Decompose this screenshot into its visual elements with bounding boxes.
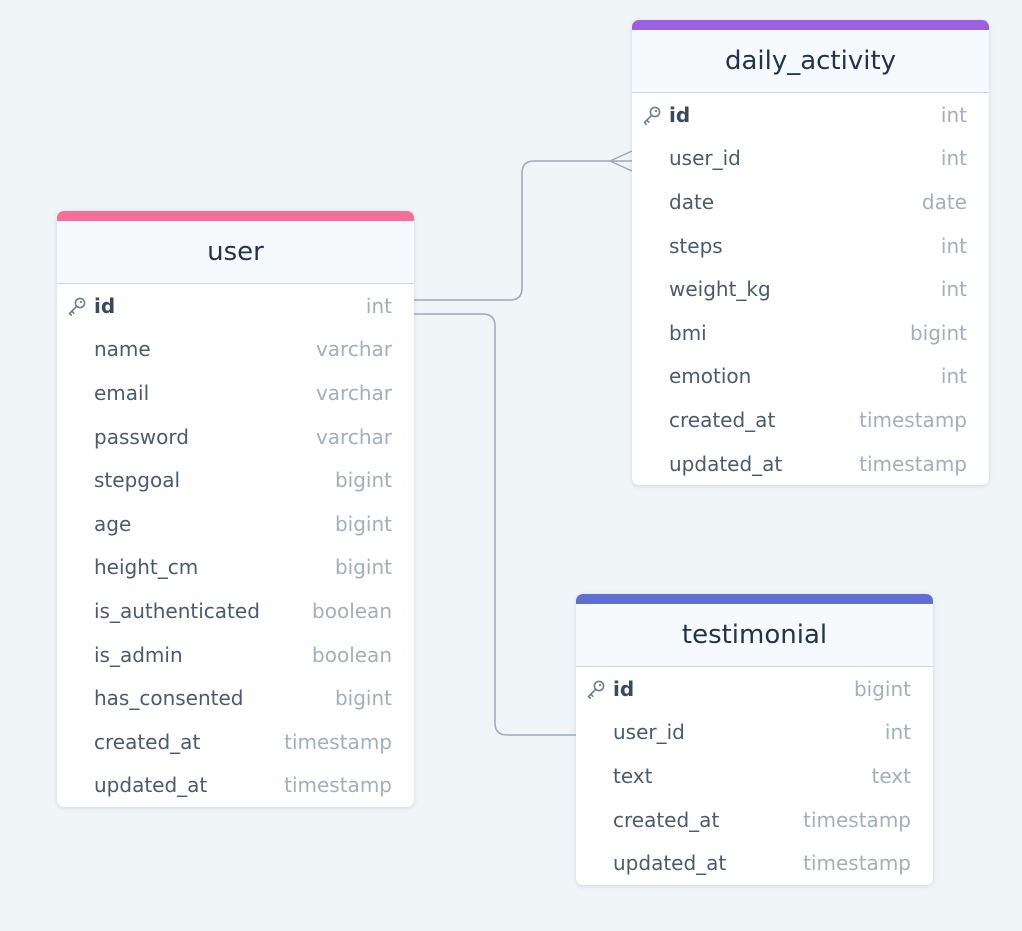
column-row-user-id[interactable]: user_id int <box>576 711 933 755</box>
column-row-emotion[interactable]: emotion int <box>632 355 989 399</box>
column-name: user_id <box>669 146 741 171</box>
column-type: timestamp <box>859 451 967 476</box>
column-type: int <box>940 233 967 258</box>
column-type: varchar <box>315 424 392 449</box>
column-name: email <box>94 380 150 405</box>
column-row-id[interactable]: id int <box>632 93 989 137</box>
column-row-id[interactable]: id int <box>57 284 414 328</box>
column-name: created_at <box>613 807 720 832</box>
column-name: created_at <box>94 729 201 754</box>
column-type: bigint <box>334 555 392 580</box>
column-type: date <box>921 189 967 214</box>
column-name: bmi <box>669 320 707 345</box>
column-row-updated-at[interactable]: updated_at timestamp <box>576 841 933 885</box>
column-name: updated_at <box>613 851 727 876</box>
column-type: bigint <box>334 511 392 536</box>
column-type: boolean <box>312 642 392 667</box>
column-name: password <box>94 424 189 449</box>
key-icon <box>68 297 86 316</box>
column-row-updated-at[interactable]: updated_at timestamp <box>632 442 989 486</box>
table-accent-bar <box>632 20 989 30</box>
column-type: timestamp <box>803 807 911 832</box>
column-name: name <box>94 337 151 362</box>
column-name: id <box>94 293 116 318</box>
column-name: stepgoal <box>94 468 181 493</box>
column-row-is-admin[interactable]: is_admin boolean <box>57 633 414 677</box>
column-name: updated_at <box>669 451 783 476</box>
key-icon <box>643 106 661 125</box>
column-name: created_at <box>669 407 776 432</box>
column-row-user-id[interactable]: user_id int <box>632 137 989 181</box>
column-type: int <box>940 102 967 127</box>
column-name: id <box>613 676 635 701</box>
column-type: bigint <box>853 676 911 701</box>
column-name: text <box>613 763 653 788</box>
column-row-email[interactable]: email varchar <box>57 371 414 415</box>
column-type: text <box>871 763 911 788</box>
column-type: varchar <box>315 337 392 362</box>
column-row-age[interactable]: age bigint <box>57 502 414 546</box>
table-accent-bar <box>57 211 414 221</box>
key-icon <box>587 680 605 699</box>
column-type: bigint <box>334 468 392 493</box>
crows-foot-many-marker <box>609 150 633 172</box>
column-name: updated_at <box>94 773 208 798</box>
relationship-line-user-testimonial[interactable] <box>414 313 576 736</box>
column-list: id int name varchar email varchar password varc… <box>57 284 414 807</box>
column-name: user_id <box>613 720 685 745</box>
column-type: varchar <box>315 380 392 405</box>
column-row-stepgoal[interactable]: stepgoal bigint <box>57 458 414 502</box>
column-name: weight_kg <box>669 277 771 302</box>
column-type: bigint <box>334 686 392 711</box>
table-title[interactable]: testimonial <box>576 604 933 667</box>
table-title[interactable]: daily_activity <box>632 30 989 93</box>
column-type: boolean <box>312 598 392 623</box>
column-type: int <box>884 720 911 745</box>
table-testimonial[interactable]: testimonial id bigint user_id int text text cr… <box>576 594 933 885</box>
column-name: has_consented <box>94 686 244 711</box>
column-row-date[interactable]: date date <box>632 180 989 224</box>
column-type: bigint <box>909 320 967 345</box>
column-row-steps[interactable]: steps int <box>632 224 989 268</box>
column-name: age <box>94 511 132 536</box>
column-row-created-at[interactable]: created_at timestamp <box>57 720 414 764</box>
column-row-is-authenticated[interactable]: is_authenticated boolean <box>57 589 414 633</box>
column-row-created-at[interactable]: created_at timestamp <box>576 798 933 842</box>
column-row-has-consented[interactable]: has_consented bigint <box>57 676 414 720</box>
column-row-weight-kg[interactable]: weight_kg int <box>632 267 989 311</box>
column-name: steps <box>669 233 723 258</box>
column-type: timestamp <box>859 407 967 432</box>
column-type: int <box>940 277 967 302</box>
column-type: timestamp <box>284 729 392 754</box>
column-type: timestamp <box>803 851 911 876</box>
column-row-updated-at[interactable]: updated_at timestamp <box>57 764 414 808</box>
column-name: id <box>669 102 691 127</box>
column-type: int <box>365 293 392 318</box>
column-name: height_cm <box>94 555 199 580</box>
column-row-password[interactable]: password varchar <box>57 415 414 459</box>
table-title[interactable]: user <box>57 221 414 284</box>
table-accent-bar <box>576 594 933 604</box>
column-row-text[interactable]: text text <box>576 754 933 798</box>
column-name: date <box>669 189 715 214</box>
column-type: timestamp <box>284 773 392 798</box>
column-name: is_authenticated <box>94 598 260 623</box>
relationship-line-user-daily-activity[interactable] <box>414 160 632 301</box>
column-type: int <box>940 364 967 389</box>
column-row-name[interactable]: name varchar <box>57 328 414 372</box>
column-name: emotion <box>669 364 752 389</box>
column-row-bmi[interactable]: bmi bigint <box>632 311 989 355</box>
column-type: int <box>940 146 967 171</box>
column-name: is_admin <box>94 642 183 667</box>
column-row-created-at[interactable]: created_at timestamp <box>632 398 989 442</box>
column-row-height-cm[interactable]: height_cm bigint <box>57 546 414 590</box>
column-row-id[interactable]: id bigint <box>576 667 933 711</box>
